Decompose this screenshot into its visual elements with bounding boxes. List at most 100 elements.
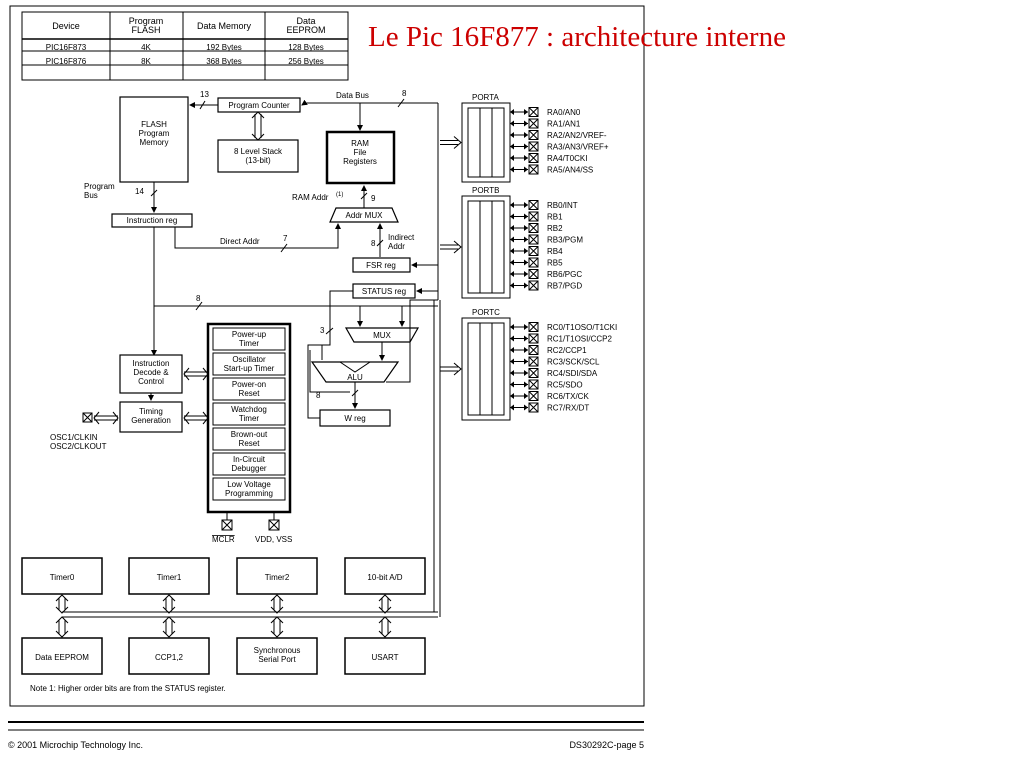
port-pin-label: RB4 xyxy=(547,247,563,256)
peripheral-label: CCP1,2 xyxy=(155,653,184,662)
port-pin-label: RC4/SDI/SDA xyxy=(547,369,598,378)
indirect-addr-width: 8 xyxy=(371,239,376,248)
port-pin-label: RA5/AN4/SS xyxy=(547,166,593,175)
ram-addr-note: (1) xyxy=(336,192,343,198)
table-cell: 256 Bytes xyxy=(288,57,324,66)
program-bus-width: 14 xyxy=(135,187,144,196)
addr-mux xyxy=(329,207,399,223)
support-block xyxy=(212,402,286,426)
peripheral-label: Timer0 xyxy=(50,573,75,582)
mux-label: MUX xyxy=(373,331,391,340)
vdd-vss-label: VDD, VSS xyxy=(255,535,292,544)
addr-mux-label: Addr MUX xyxy=(346,211,384,220)
w-line-width: 8 xyxy=(316,391,321,400)
peripheral-block xyxy=(21,637,103,675)
port-pin-label: RC0/T1OSO/T1CKI xyxy=(547,323,617,332)
decode-bus-width: 8 xyxy=(196,294,201,303)
table-header-cell: Data Memory xyxy=(197,21,252,31)
port-pin-label: RC6/TX/CK xyxy=(547,392,589,401)
support-block xyxy=(212,327,286,351)
table-cell: 368 Bytes xyxy=(206,57,242,66)
support-block xyxy=(212,377,286,401)
peripheral-label: USART xyxy=(372,653,399,662)
osc-pin-icon xyxy=(82,412,93,423)
port-pin-label: RA4/T0CKI xyxy=(547,154,587,163)
port-pin-label: RC7/RX/DT xyxy=(547,404,589,413)
ram-addr-width: 9 xyxy=(371,194,376,203)
peripheral-block xyxy=(236,637,318,675)
peripheral-label: Data EEPROM xyxy=(35,653,89,662)
port-pin-label: RB5 xyxy=(547,259,563,268)
support-block xyxy=(212,427,286,451)
vdd-vss-pin-icon xyxy=(268,512,280,531)
port-pin-label: RC1/T1OSI/CCP2 xyxy=(547,335,612,344)
peripheral-bus xyxy=(62,300,441,618)
instruction-reg-label: Instruction reg xyxy=(127,216,178,225)
peripheral-block xyxy=(128,637,210,675)
table-cell: PIC16F873 xyxy=(46,43,87,52)
port-pin-label: RB6/PGC xyxy=(547,270,582,279)
port-pin-label: RB1 xyxy=(547,213,563,222)
support-block xyxy=(212,452,286,476)
mclr-pin-icon xyxy=(221,512,233,531)
port-pin-label: RC2/CCP1 xyxy=(547,346,587,355)
diagram-note: Note 1: Higher order bits are from the S… xyxy=(30,684,226,693)
program-counter-label: Program Counter xyxy=(228,101,290,110)
mclr-label: MCLR xyxy=(212,535,235,544)
table-cell: 8K xyxy=(141,57,151,66)
port-pin-label: RC5/SDO xyxy=(547,381,583,390)
peripheral-block xyxy=(344,637,426,675)
port-pin-label: RA3/AN3/VREF+ xyxy=(547,143,609,152)
port-pin-label: RA1/AN1 xyxy=(547,120,581,129)
data-bus-width: 8 xyxy=(402,89,407,98)
mux-in-width: 3 xyxy=(320,326,325,335)
fsr-reg-label: FSR reg xyxy=(366,261,396,270)
port-pin-label: RB0/INT xyxy=(547,201,578,210)
table-cell: PIC16F876 xyxy=(46,57,87,66)
table-header-cell: Device xyxy=(52,21,80,31)
slide-title: Le Pic 16F877 : architecture interne xyxy=(368,21,786,53)
port-name: PORTA xyxy=(472,93,499,102)
peripheral-label: Timer2 xyxy=(265,573,290,582)
fsr-register xyxy=(352,257,411,273)
status-reg-label: STATUS reg xyxy=(362,287,406,296)
direct-addr-width: 7 xyxy=(283,234,288,243)
table-cell: 128 Bytes xyxy=(288,43,324,52)
port-pin-label: RA2/AN2/VREF- xyxy=(547,131,607,140)
flash-program-memory xyxy=(119,96,189,183)
peripheral-block xyxy=(21,557,103,595)
peripheral-label: 10-bit A/D xyxy=(367,573,402,582)
alu-label: ALU xyxy=(347,373,363,382)
port-name: PORTB xyxy=(472,186,499,195)
table-cell: 192 Bytes xyxy=(206,43,242,52)
support-block xyxy=(212,477,286,501)
timing-generation xyxy=(119,401,183,433)
port-pin-label: RB2 xyxy=(547,224,563,233)
footer-copyright: © 2001 Microchip Technology Inc. xyxy=(8,740,143,750)
bus-width-13: 13 xyxy=(200,90,209,99)
peripheral-block xyxy=(236,557,318,595)
stack-block xyxy=(217,139,299,173)
ram-addr-label: RAM Addr xyxy=(292,193,329,202)
data-bus-label: Data Bus xyxy=(336,91,369,100)
instruction-decode-control xyxy=(119,354,183,394)
instruction-register xyxy=(111,213,193,228)
